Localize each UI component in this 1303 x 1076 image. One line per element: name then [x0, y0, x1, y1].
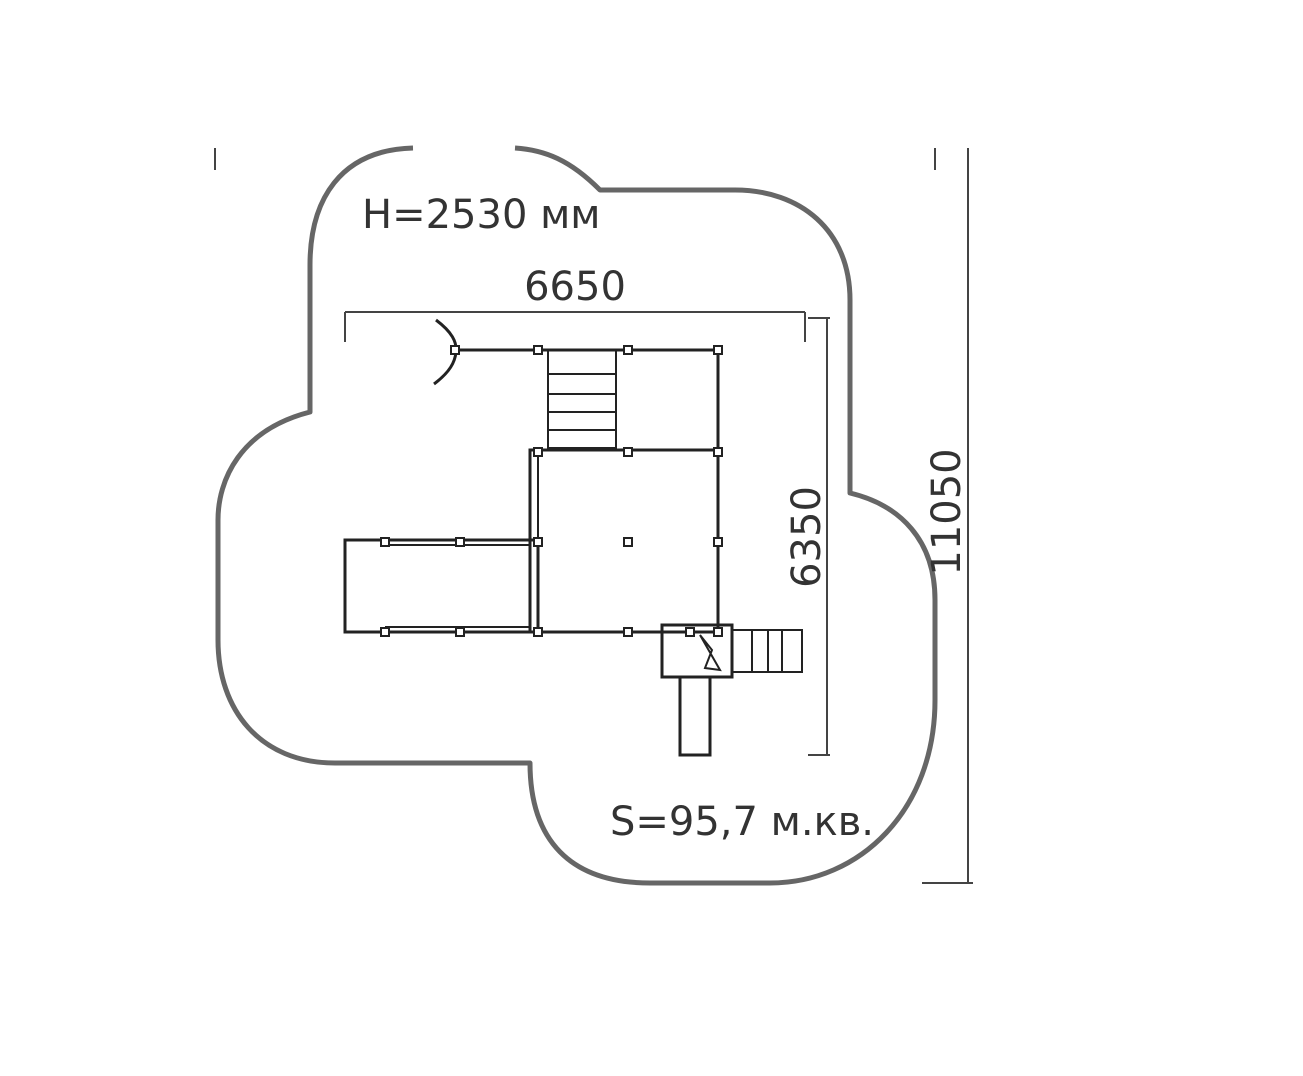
width-dimension [344, 311, 806, 342]
upper-ladder [547, 349, 617, 449]
left-slide [343, 538, 540, 634]
total-label: 11050 [924, 448, 970, 575]
depth-dimension [808, 317, 830, 756]
width-label: 6650 [524, 264, 626, 310]
safety-zone-outline [215, 145, 938, 886]
depth-label: 6350 [784, 486, 830, 588]
height-label: H=2530 мм [362, 192, 600, 238]
area-label: S=95,7 м.кв. [610, 799, 874, 845]
lower-slide [678, 675, 712, 757]
posts [380, 345, 723, 637]
playground-plan [343, 318, 803, 757]
total-dimension [922, 148, 973, 884]
